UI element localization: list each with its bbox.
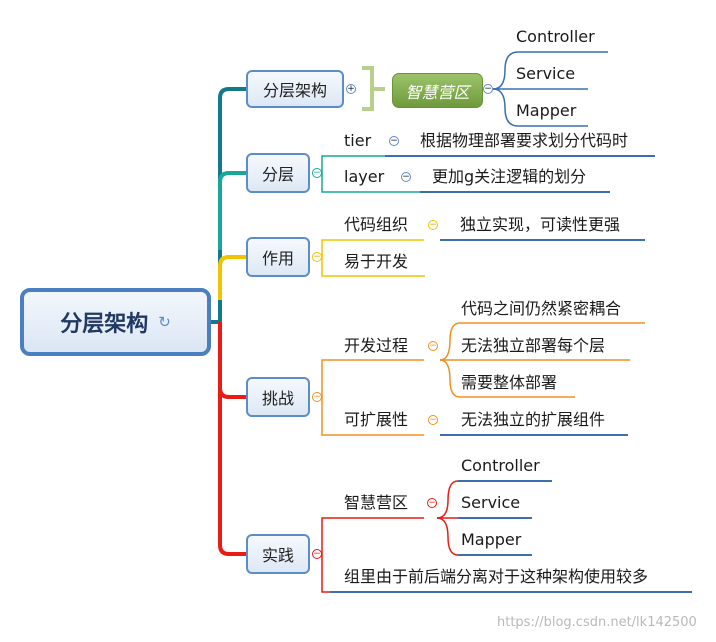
root-label: 分层架构	[60, 312, 149, 337]
tier-label[interactable]: tier	[344, 131, 372, 150]
practice-item-controller[interactable]: Controller	[461, 456, 540, 475]
practice-item-mapper[interactable]: Mapper	[461, 530, 522, 549]
watermark: https://blog.csdn.net/lk142500	[497, 615, 697, 630]
group-node[interactable]: 智慧营区	[392, 73, 483, 108]
branch-challenge-label: 挑战	[261, 389, 294, 408]
tier-desc[interactable]: 根据物理部署要求划分代码时	[420, 131, 629, 150]
purpose-item-code-org[interactable]: 代码组织	[344, 215, 409, 234]
practice-item-group[interactable]: 智慧营区	[344, 493, 409, 512]
collapse-icon[interactable]: −	[312, 168, 322, 178]
purpose-desc[interactable]: 独立实现，可读性更强	[460, 215, 621, 234]
branch-layers[interactable]: 分层	[246, 153, 310, 193]
practice-item-service[interactable]: Service	[461, 493, 521, 512]
collapse-icon[interactable]: −	[427, 498, 437, 508]
collapse-icon[interactable]: −	[389, 136, 399, 146]
arch-item-service[interactable]: Service	[516, 64, 576, 83]
layer-label[interactable]: layer	[344, 167, 385, 186]
arch-item-controller[interactable]: Controller	[516, 27, 595, 46]
purpose-item-easy-dev[interactable]: 易于开发	[344, 252, 409, 271]
arch-item-mapper[interactable]: Mapper	[516, 101, 577, 120]
group-label: 智慧营区	[405, 82, 470, 102]
branch-purpose[interactable]: 作用	[246, 237, 310, 277]
challenge-desc[interactable]: 无法独立的扩展组件	[461, 410, 606, 429]
branch-layers-label: 分层	[261, 165, 294, 184]
branch-practice-label: 实践	[261, 546, 294, 565]
collapse-icon[interactable]: −	[428, 220, 438, 230]
collapse-icon[interactable]: −	[312, 392, 322, 402]
branch-arch-label: 分层架构	[262, 81, 327, 100]
expand-icon[interactable]: +	[346, 84, 356, 94]
collapse-icon[interactable]: −	[428, 415, 438, 425]
challenge-item-dev[interactable]: 开发过程	[344, 336, 409, 355]
branch-arch[interactable]: 分层架构	[246, 70, 344, 108]
challenge-desc[interactable]: 需要整体部署	[461, 373, 558, 392]
challenge-desc[interactable]: 代码之间仍然紧密耦合	[461, 299, 622, 318]
challenge-desc[interactable]: 无法独立部署每个层	[461, 336, 606, 355]
collapse-icon[interactable]: −	[401, 172, 411, 182]
branch-practice[interactable]: 实践	[246, 534, 310, 574]
sync-icon: ↻	[158, 313, 171, 331]
layer-desc[interactable]: 更加g关注逻辑的划分	[432, 167, 587, 186]
collapse-icon[interactable]: −	[428, 341, 438, 351]
branch-challenge[interactable]: 挑战	[246, 377, 310, 417]
collapse-icon[interactable]: −	[483, 84, 493, 94]
root-node[interactable]: 分层架构 ↻	[20, 288, 211, 356]
collapse-icon[interactable]: −	[312, 252, 322, 262]
collapse-icon[interactable]: −	[312, 549, 322, 559]
challenge-item-scale[interactable]: 可扩展性	[344, 410, 409, 429]
practice-item-note[interactable]: 组里由于前后端分离对于这种架构使用较多	[344, 567, 649, 586]
branch-purpose-label: 作用	[261, 249, 294, 268]
